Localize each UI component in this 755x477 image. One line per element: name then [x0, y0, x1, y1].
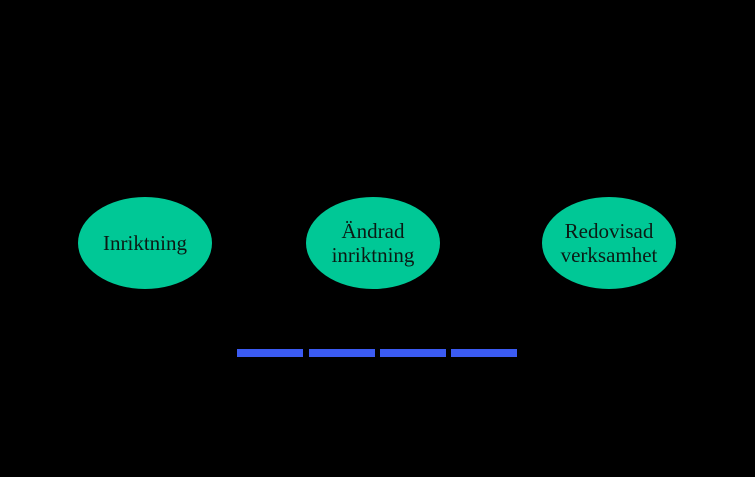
- node-andrad-inriktning-label-line-1: Ändrad: [341, 219, 405, 243]
- node-andrad-inriktning: Ändrad inriktning: [306, 197, 440, 289]
- dashed-bar-segment: [380, 349, 446, 357]
- node-redovisad-verksamhet: Redovisad verksamhet: [542, 197, 676, 289]
- node-inriktning-label: Inriktning: [103, 231, 187, 255]
- dashed-bar-segment: [309, 349, 375, 357]
- node-inriktning: Inriktning: [78, 197, 212, 289]
- dashed-bar-segment: [237, 349, 303, 357]
- dashed-bar-segment: [451, 349, 517, 357]
- node-redovisad-verksamhet-label-line-1: Redovisad: [564, 219, 654, 243]
- node-redovisad-verksamhet-label-line-2: verksamhet: [560, 243, 658, 267]
- node-andrad-inriktning-label-line-2: inriktning: [331, 243, 415, 267]
